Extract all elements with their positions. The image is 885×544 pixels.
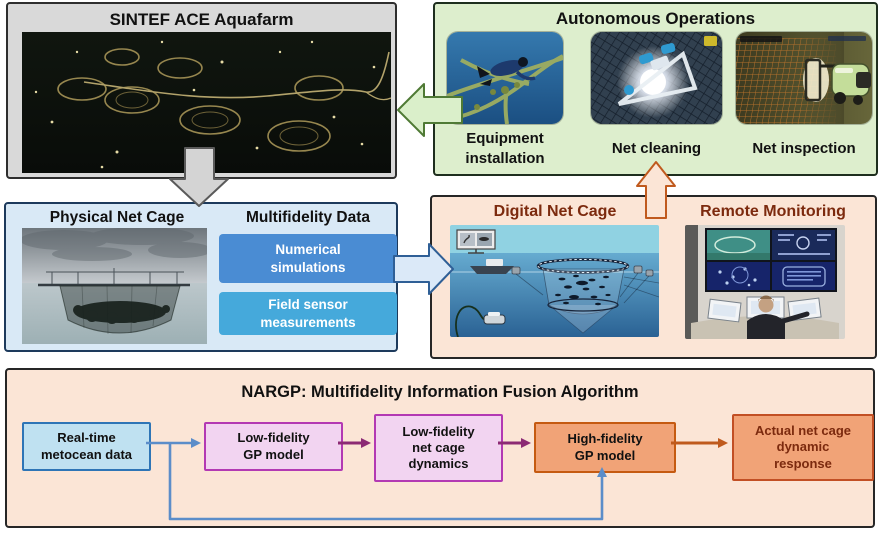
remote-monitoring-photo [685, 225, 845, 339]
aquafarm-aerial-photo [22, 32, 391, 173]
node-low-fidelity-net-cage-dynamics: Low-fidelity net cage dynamics [374, 414, 503, 482]
rov-net-inspection-photo [736, 32, 872, 124]
physical-net-cage-photo [22, 228, 207, 344]
node-high-fidelity-gp-model: High-fidelity GP model [534, 422, 676, 473]
net-cleaning-label: Net cleaning [611, 140, 702, 158]
net-inspection-item: Net inspection [736, 32, 872, 169]
physical-net-cage-title: Physical Net Cage [49, 209, 185, 226]
node-low-fidelity-gp-model: Low-fidelity GP model [204, 422, 343, 471]
diver-equipment-installation-photo [447, 32, 563, 124]
digital-net-cage-title: Digital Net Cage [493, 203, 617, 220]
digital-net-cage-panel: Digital Net Cage Remote Monitoring [430, 195, 877, 359]
autonomous-operations-panel: Autonomous Operations [433, 2, 878, 176]
nargp-algorithm-panel: NARGP: Multifidelity Information Fusion … [5, 368, 875, 528]
node-actual-net-cage-dynamic-response: Actual net cage dynamic response [732, 414, 874, 481]
equipment-installation-label: Equipment installation [465, 130, 545, 167]
sintef-aquafarm-panel: SINTEF ACE Aquafarm [6, 2, 397, 179]
net-inspection-label: Net inspection [752, 140, 856, 158]
equipment-installation-item: Equipment installation [447, 32, 563, 169]
digital-net-cage-illustration [450, 225, 659, 337]
multifidelity-data-title: Multifidelity Data [245, 209, 370, 226]
sintef-aquafarm-title: SINTEF ACE Aquafarm [109, 10, 294, 29]
rov-net-cleaning-photo [591, 32, 722, 124]
field-sensor-measurements-chip: Field sensor measurements [219, 292, 397, 335]
nargp-title: NARGP: Multifidelity Information Fusion … [241, 383, 639, 401]
remote-monitoring-title: Remote Monitoring [700, 203, 846, 220]
numerical-simulations-chip: Numerical simulations [219, 234, 397, 283]
net-cleaning-item: Net cleaning [591, 32, 722, 169]
autonomous-operations-title: Autonomous Operations [555, 9, 756, 28]
node-realtime-metocean-data: Real-time metocean data [22, 422, 151, 471]
physical-net-cage-panel: Physical Net Cage Multifidelity Data [4, 202, 398, 352]
